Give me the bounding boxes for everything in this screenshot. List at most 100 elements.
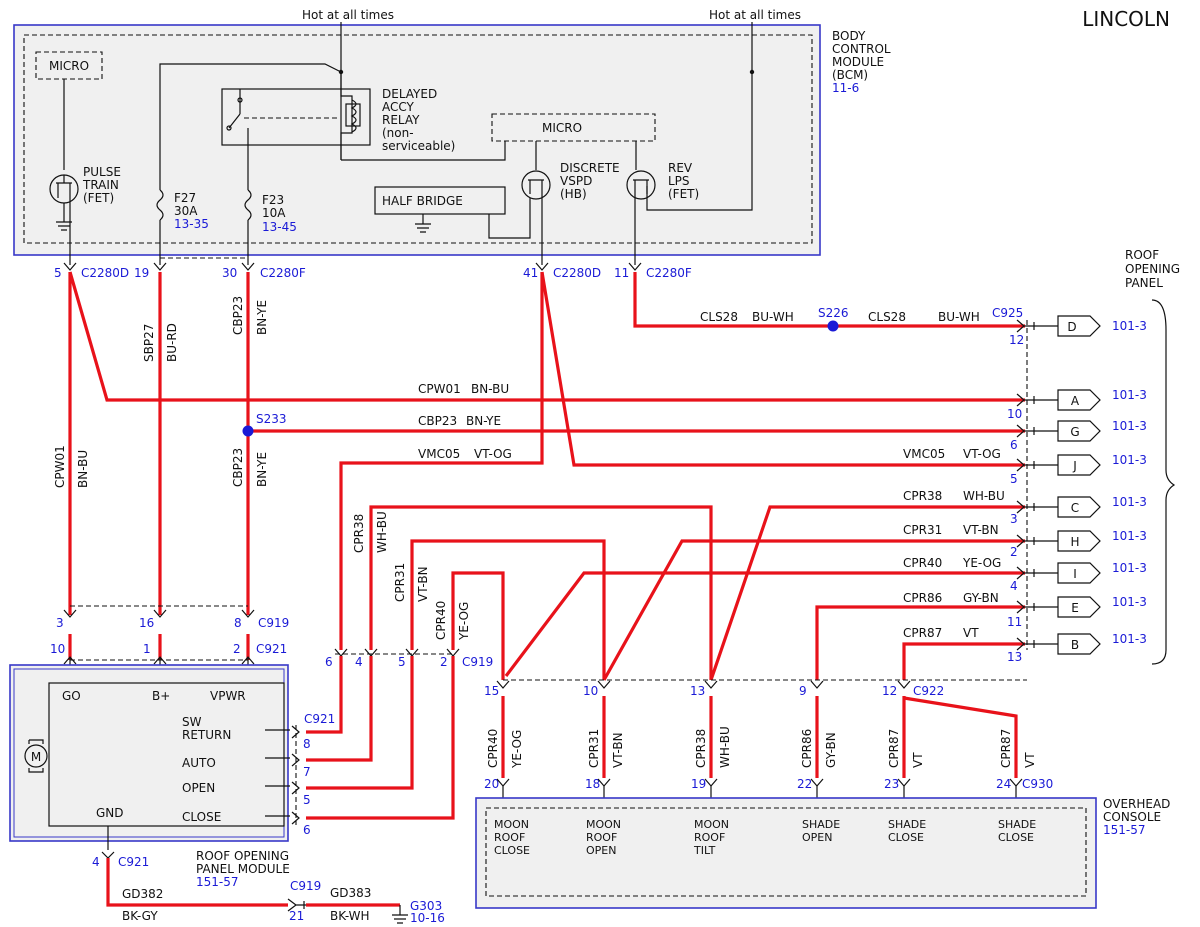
f27-line: 30A (174, 204, 198, 218)
pulse-train-line: (FET) (83, 191, 114, 205)
c925-label[interactable]: C925 (992, 306, 1023, 320)
row-ref-a[interactable]: 101-3 (1112, 388, 1147, 402)
console-ref[interactable]: 151-57 (1103, 823, 1146, 837)
vlabel-cbp23-bot: CBP23 (231, 448, 245, 487)
c921-gnd-label[interactable]: C921 (118, 855, 149, 869)
bcm-connector-id[interactable]: C2280F (646, 266, 692, 280)
row-pin-g: 6 (1010, 438, 1018, 452)
console-pin: 23 (884, 777, 899, 791)
right-connector-a: 10 A 101-3 (1007, 388, 1147, 421)
relay-label-line: DELAYED (382, 87, 437, 101)
row-color-cls28: BU-WH (938, 310, 980, 324)
row-color-cpr86: GY-BN (963, 591, 999, 605)
overhead-console-inner (485, 807, 1087, 897)
module-name-line: PANEL MODULE (196, 862, 290, 876)
console-pin: 20 (484, 777, 499, 791)
row-circuit-cpr31: CPR31 (903, 523, 942, 537)
console-pin: 19 (691, 777, 706, 791)
row-letter-i: I (1073, 567, 1077, 581)
row-ref-b[interactable]: 101-3 (1112, 632, 1147, 646)
hot-label-left: Hot at all times (302, 8, 394, 22)
module-ref[interactable]: 151-57 (196, 875, 239, 889)
c922-pin: 10 (583, 684, 598, 698)
g303-ref[interactable]: 10-16 (410, 911, 445, 925)
ground-g303-symbol (392, 905, 408, 924)
splice-s233-label: S233 (256, 412, 287, 426)
c922-pin: 12 (882, 684, 897, 698)
g303-label[interactable]: G303 (410, 899, 442, 913)
console-circuit: CPR86 (800, 729, 814, 768)
module-bplus: B+ (152, 689, 170, 703)
wire-close (306, 656, 455, 820)
right-connector-g: 6 G 101-3 (1010, 419, 1147, 452)
row-ref-i[interactable]: 101-3 (1112, 561, 1147, 575)
motor-symbol (24, 744, 48, 768)
roof-panel-brace (1151, 299, 1176, 665)
splice-s226 (827, 320, 839, 332)
f27-ref[interactable]: 13-35 (174, 217, 209, 231)
c919b-pin: 6 (325, 655, 333, 669)
console-func: CLOSE (494, 844, 530, 857)
console-func: SHADE (888, 818, 926, 831)
vlabel-cpw01: CPW01 (53, 445, 67, 488)
row-ref-d[interactable]: 101-3 (1112, 319, 1147, 333)
c919b-pin: 5 (398, 655, 406, 669)
row-ref-j[interactable]: 101-3 (1112, 453, 1147, 467)
bcm-connector-id[interactable]: C2280F (260, 266, 306, 280)
module-gnd: GND (96, 806, 124, 820)
bcm-micro-left-label: MICRO (49, 59, 89, 73)
c922-label[interactable]: C922 (913, 684, 944, 698)
connector-c-box (1057, 496, 1101, 518)
row-pin-h: 2 (1010, 545, 1018, 559)
row-pin-i: 4 (1010, 579, 1018, 593)
vlabel-vtbn: VT-BN (416, 566, 430, 602)
bcm-name-line: BODY (832, 29, 866, 43)
row-pin-e: 11 (1007, 615, 1022, 629)
c930-label[interactable]: C930 (1022, 777, 1053, 791)
row-ref-c[interactable]: 101-3 (1112, 495, 1147, 509)
rev-line: (FET) (668, 187, 699, 201)
row-pin-c: 3 (1010, 512, 1018, 526)
console-func: CLOSE (998, 831, 1034, 844)
bcm-ref[interactable]: 11-6 (832, 81, 859, 95)
c919b-label[interactable]: C919 (462, 655, 493, 669)
module-name-line: ROOF OPENING (196, 849, 289, 863)
f23-ref[interactable]: 13-45 (262, 220, 297, 234)
bcm-pin: 11 (614, 266, 629, 280)
wire-gd382 (106, 858, 288, 907)
console-func: ROOF (494, 831, 525, 844)
bcm-pin: 19 (134, 266, 149, 280)
wire-auto (306, 656, 373, 762)
row-ref-h[interactable]: 101-3 (1112, 529, 1147, 543)
module-auto: AUTO (182, 756, 216, 770)
c919b-pin: 4 (355, 655, 363, 669)
pulse-train-line: TRAIN (82, 178, 119, 192)
bcm-pin: 30 (222, 266, 237, 280)
c921-label[interactable]: C921 (256, 642, 287, 656)
roof-panel-line: PANEL (1125, 276, 1163, 290)
bcm-connector-id[interactable]: C2280D (553, 266, 601, 280)
right-connector-c: 3 C 101-3 (1010, 495, 1147, 526)
wire-cpr86 (815, 605, 1025, 680)
c919-label[interactable]: C919 (258, 616, 289, 630)
console-circuit: CPR31 (587, 729, 601, 768)
console-circuit: CPR38 (694, 729, 708, 768)
bcm-pin: 5 (54, 266, 62, 280)
discrete-vspd-symbol (521, 170, 551, 200)
console-func: ROOF (586, 831, 617, 844)
c919-gnd-label[interactable]: C919 (290, 879, 321, 893)
bcm-name-line: (BCM) (832, 68, 868, 82)
c921-side-label[interactable]: C921 (304, 712, 335, 726)
motor-label: M (31, 750, 41, 764)
c921-side-pin: 6 (303, 823, 311, 837)
console-func: OPEN (586, 844, 616, 857)
f23-line: F23 (262, 193, 284, 207)
wire-vmc05-right (540, 271, 1025, 467)
vlabel-bu-rd: BU-RD (165, 323, 179, 362)
bcm-connector-id[interactable]: C2280D (81, 266, 129, 280)
right-connector-i: 4 I 101-3 (1010, 561, 1147, 593)
row-ref-g[interactable]: 101-3 (1112, 419, 1147, 433)
roof-panel-line: OPENING (1125, 262, 1180, 276)
row-ref-e[interactable]: 101-3 (1112, 595, 1147, 609)
